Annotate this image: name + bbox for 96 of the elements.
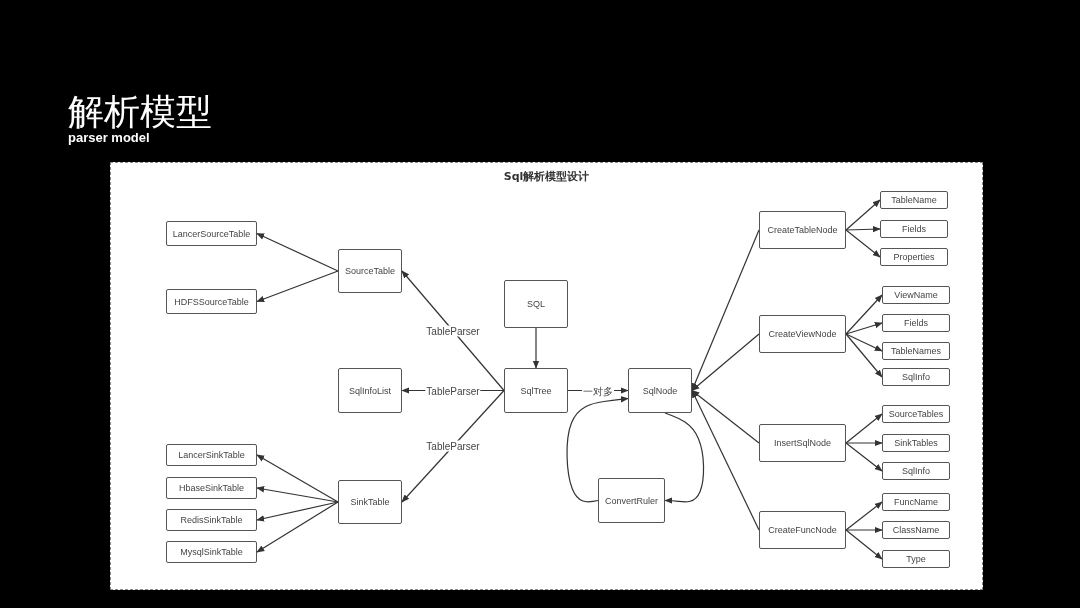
node-label: MysqlSinkTable (180, 547, 243, 557)
arrow (845, 439, 883, 447)
arrow (256, 501, 339, 553)
node-label: LancerSourceTable (172, 228, 251, 239)
class-box (759, 424, 846, 462)
class-box (166, 444, 257, 466)
class-box (880, 191, 948, 209)
class-box (882, 434, 950, 452)
class-box (882, 314, 950, 332)
panel-heading: Sql解析模型设计 (502, 169, 591, 184)
node-label: SourceTable (344, 266, 395, 276)
node-label: SqlInfo (902, 372, 930, 382)
node-label: TableNames (891, 346, 941, 356)
node-label: TableName (891, 195, 937, 205)
arrow (566, 396, 629, 503)
class-box (338, 480, 402, 524)
arrow (256, 501, 339, 522)
class-box (882, 521, 950, 539)
class-box (880, 220, 948, 238)
arrow (845, 322, 883, 335)
arrow (845, 294, 883, 335)
class-box (166, 221, 257, 246)
class-box (882, 342, 950, 360)
node-label: Type (906, 554, 926, 564)
class-box (166, 541, 257, 563)
class-box (166, 477, 257, 499)
edge-label: 一对多 (582, 385, 614, 396)
node-label: SinkTable (350, 497, 390, 507)
node-label: SqlTree (520, 385, 552, 396)
arrow (845, 333, 883, 378)
class-box (338, 249, 402, 293)
arrow (532, 327, 540, 369)
class-box (759, 315, 846, 353)
class-box (759, 211, 846, 249)
arrow (664, 412, 705, 504)
arrow (691, 389, 760, 444)
class-box (882, 550, 950, 568)
node-label: SQL (527, 299, 545, 309)
arrow (845, 413, 883, 444)
class-box (598, 478, 665, 523)
node-label: RedisSinkTable (180, 515, 243, 525)
edge-label: TableParser (425, 440, 481, 452)
arrow (691, 229, 760, 392)
arrow (845, 442, 883, 472)
class-box (882, 368, 950, 386)
edge-label: TableParser (425, 325, 481, 337)
class-box (628, 368, 692, 413)
node-label: HDFSSourceTable (174, 296, 249, 307)
arrow (401, 270, 505, 392)
class-box (338, 368, 402, 413)
arrow (845, 229, 881, 258)
class-box (882, 462, 950, 480)
arrow (256, 232, 339, 272)
class-box (759, 511, 846, 549)
arrow (256, 486, 339, 503)
node-label: Fields (904, 318, 928, 328)
edge-label: TableParser (425, 385, 481, 396)
arrow (845, 529, 883, 560)
node-label: ClassName (892, 525, 940, 535)
slide-title: 解析模型 (68, 90, 212, 133)
node-label: ViewName (894, 290, 938, 300)
node-label: CreateViewNode (768, 329, 837, 339)
class-box (882, 286, 950, 304)
node-label: SourceTables (888, 409, 944, 419)
node-label: CreateTableNode (767, 225, 838, 235)
node-label: Properties (893, 252, 935, 262)
node-label: InsertSqlNode (773, 438, 831, 448)
arrow (691, 333, 760, 392)
class-box (504, 368, 568, 413)
class-box (166, 289, 257, 314)
node-label: LancerSinkTable (178, 450, 245, 460)
node-label: SqlInfoList (349, 385, 391, 396)
arrow (691, 389, 760, 531)
node-label: SqlNode (642, 385, 678, 396)
node-label: Fields (902, 224, 926, 234)
arrow (845, 333, 883, 352)
class-box (882, 405, 950, 423)
arrow (845, 526, 883, 534)
class-box (882, 493, 950, 511)
node-label: SqlInfo (902, 466, 930, 476)
node-label: HbaseSinkTable (178, 483, 244, 493)
arrow (401, 389, 505, 503)
arrow (256, 270, 339, 303)
node-label: ConvertRuler (605, 495, 658, 506)
arrow (845, 501, 883, 531)
node-label: CreateFuncNode (768, 525, 837, 535)
arrow (256, 454, 339, 503)
diagram-panel (110, 162, 983, 590)
slide-subtitle: parser model (68, 130, 150, 145)
arrow (845, 199, 881, 231)
node-label: SinkTables (894, 438, 938, 448)
node-label: FuncName (894, 497, 938, 507)
arrow (845, 226, 881, 233)
class-box (880, 248, 948, 266)
class-box (166, 509, 257, 531)
class-box (504, 280, 568, 328)
